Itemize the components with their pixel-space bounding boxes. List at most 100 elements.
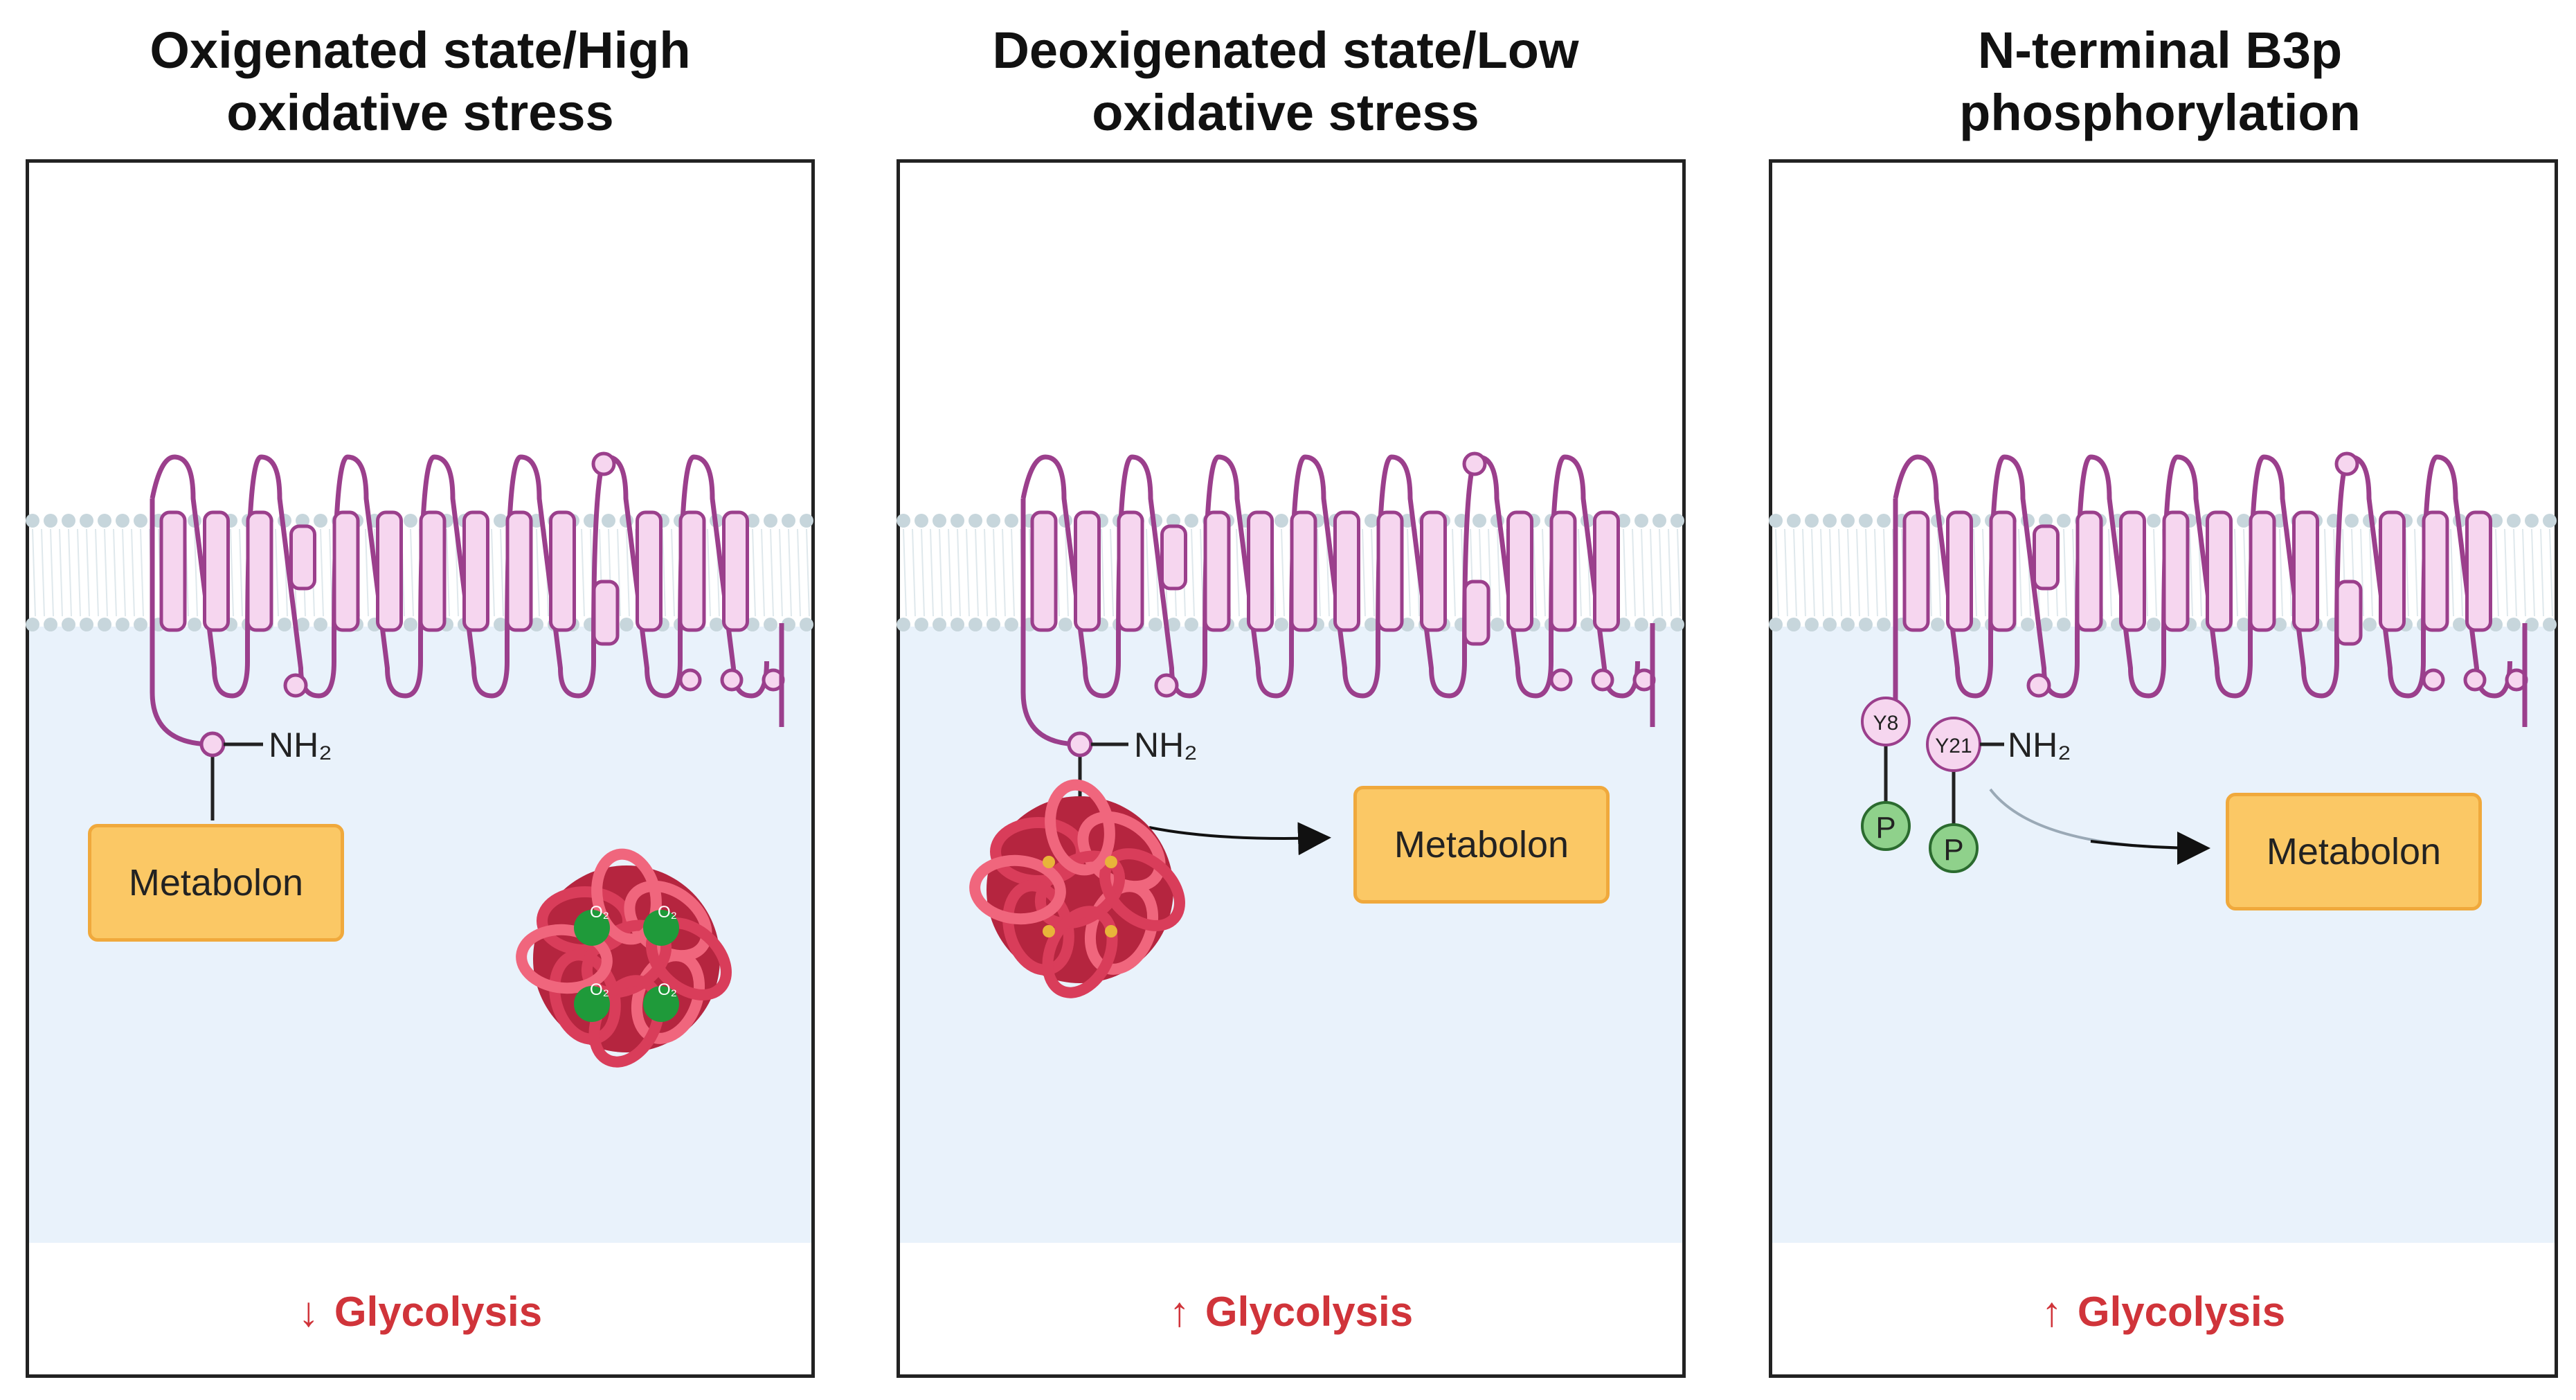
glycolysis-label: ↑Glycolysis xyxy=(1169,1289,1414,1335)
helix xyxy=(1902,510,1930,632)
helix xyxy=(1247,510,1274,632)
lipid-head xyxy=(314,514,327,528)
deoxyhemoglobin-icon xyxy=(969,779,1185,998)
lipid-tail xyxy=(1362,528,1366,617)
lipid-head xyxy=(44,514,57,528)
globin-chain xyxy=(1045,779,1115,876)
lipid-tail xyxy=(975,528,979,617)
lipid-tail xyxy=(617,528,621,617)
lipid-tail xyxy=(2450,528,2454,617)
lipid-tail xyxy=(1497,528,1501,617)
lipid-tail xyxy=(1101,528,1105,617)
lipid-tail xyxy=(1856,528,1860,617)
lipid-head xyxy=(26,618,39,631)
lipid-head xyxy=(2363,618,2377,631)
lipid-head xyxy=(2507,618,2521,631)
glycosylation-bead xyxy=(591,451,616,476)
lipid-tail xyxy=(984,528,988,617)
lipid-tail xyxy=(1542,528,1546,617)
lipid-head xyxy=(1580,618,1594,631)
lipid-head xyxy=(2021,618,2035,631)
band3-protein xyxy=(1020,451,1656,747)
lipid-head xyxy=(98,618,111,631)
lipid-tail xyxy=(365,528,369,617)
lipid-tail xyxy=(113,528,117,617)
helix xyxy=(2379,510,2406,632)
oxygen-icon xyxy=(643,910,679,946)
lipid-head xyxy=(1652,514,1666,528)
lipid-head xyxy=(116,618,129,631)
helix xyxy=(1946,510,1973,632)
lipid-tail xyxy=(2369,528,2373,617)
lipid-head xyxy=(26,514,39,528)
helix xyxy=(419,510,447,632)
lipid-tail xyxy=(77,528,81,617)
lipid-head xyxy=(1634,618,1648,631)
lipid-head xyxy=(1275,618,1288,631)
panel-2-annotations: NH₂ xyxy=(969,726,1331,998)
lipid-head xyxy=(1841,514,1855,528)
lipid-head xyxy=(1823,514,1837,528)
lipid-head xyxy=(494,514,507,528)
helix xyxy=(246,510,273,632)
globin-chain xyxy=(516,924,613,994)
lipid-head xyxy=(2237,514,2251,528)
helix xyxy=(1333,510,1360,632)
glycolysis-label: ↑Glycolysis xyxy=(2041,1289,2286,1335)
lipid-tail xyxy=(1668,528,1672,617)
metabolon-box: Metabolon xyxy=(88,824,344,942)
heme-icon xyxy=(1043,856,1055,868)
lipid-head xyxy=(2525,514,2539,528)
helix xyxy=(1506,510,1533,632)
lipid-head xyxy=(1931,618,1945,631)
helix xyxy=(2162,510,2190,632)
lipid-tail xyxy=(1793,528,1797,617)
lipid-tail xyxy=(2324,528,2328,617)
o2-label: O₂ xyxy=(590,903,609,922)
lipid-head xyxy=(782,514,795,528)
lipid-head xyxy=(116,514,129,528)
panel-2: Metabolon ↑Glycolysis xyxy=(897,159,1686,1378)
nterm-junction xyxy=(1067,731,1093,757)
lipid-head xyxy=(1490,618,1504,631)
lipid-head xyxy=(620,618,633,631)
lipid-head xyxy=(915,514,928,528)
lipid-head xyxy=(710,618,723,631)
lipid-head xyxy=(800,514,813,528)
lipid-tail xyxy=(761,528,765,617)
lipid-head xyxy=(764,514,777,528)
lipid-tail xyxy=(50,528,54,617)
lipid-tail xyxy=(581,528,585,617)
lipid-head xyxy=(2507,514,2521,528)
lipid-tail xyxy=(1659,528,1663,617)
lipid-tail xyxy=(1865,528,1869,617)
helix xyxy=(2033,524,2060,591)
lipid-tail xyxy=(230,528,234,617)
lipid-head xyxy=(2147,514,2161,528)
lipid-tail xyxy=(1650,528,1654,617)
lipid-tail xyxy=(1802,528,1806,617)
heme-icon xyxy=(1043,925,1055,937)
lipid-head xyxy=(951,514,964,528)
lipid-head xyxy=(2039,618,2053,631)
lipid-head xyxy=(1805,618,1819,631)
lipid-head xyxy=(987,514,1000,528)
lipid-head xyxy=(897,618,910,631)
lipid-head xyxy=(62,618,75,631)
lipid-tail xyxy=(2189,528,2193,617)
lipid-head xyxy=(1841,618,1855,631)
helix xyxy=(1290,510,1317,632)
loop-bead xyxy=(283,673,308,698)
lipid-head xyxy=(602,514,615,528)
lipid-head xyxy=(1005,618,1018,631)
lipid-tail xyxy=(1371,528,1375,617)
lipid-head xyxy=(2057,618,2071,631)
lipid-head xyxy=(1787,514,1801,528)
lipid-tail xyxy=(41,528,45,617)
lipid-head xyxy=(278,618,291,631)
lipid-head xyxy=(2345,514,2359,528)
panel-1: Metabolon ↓Glycolysis xyxy=(26,159,815,1378)
residue-y21-label: Y21 xyxy=(1935,735,1972,757)
lipid-head xyxy=(1859,618,1873,631)
lipid-head xyxy=(62,514,75,528)
